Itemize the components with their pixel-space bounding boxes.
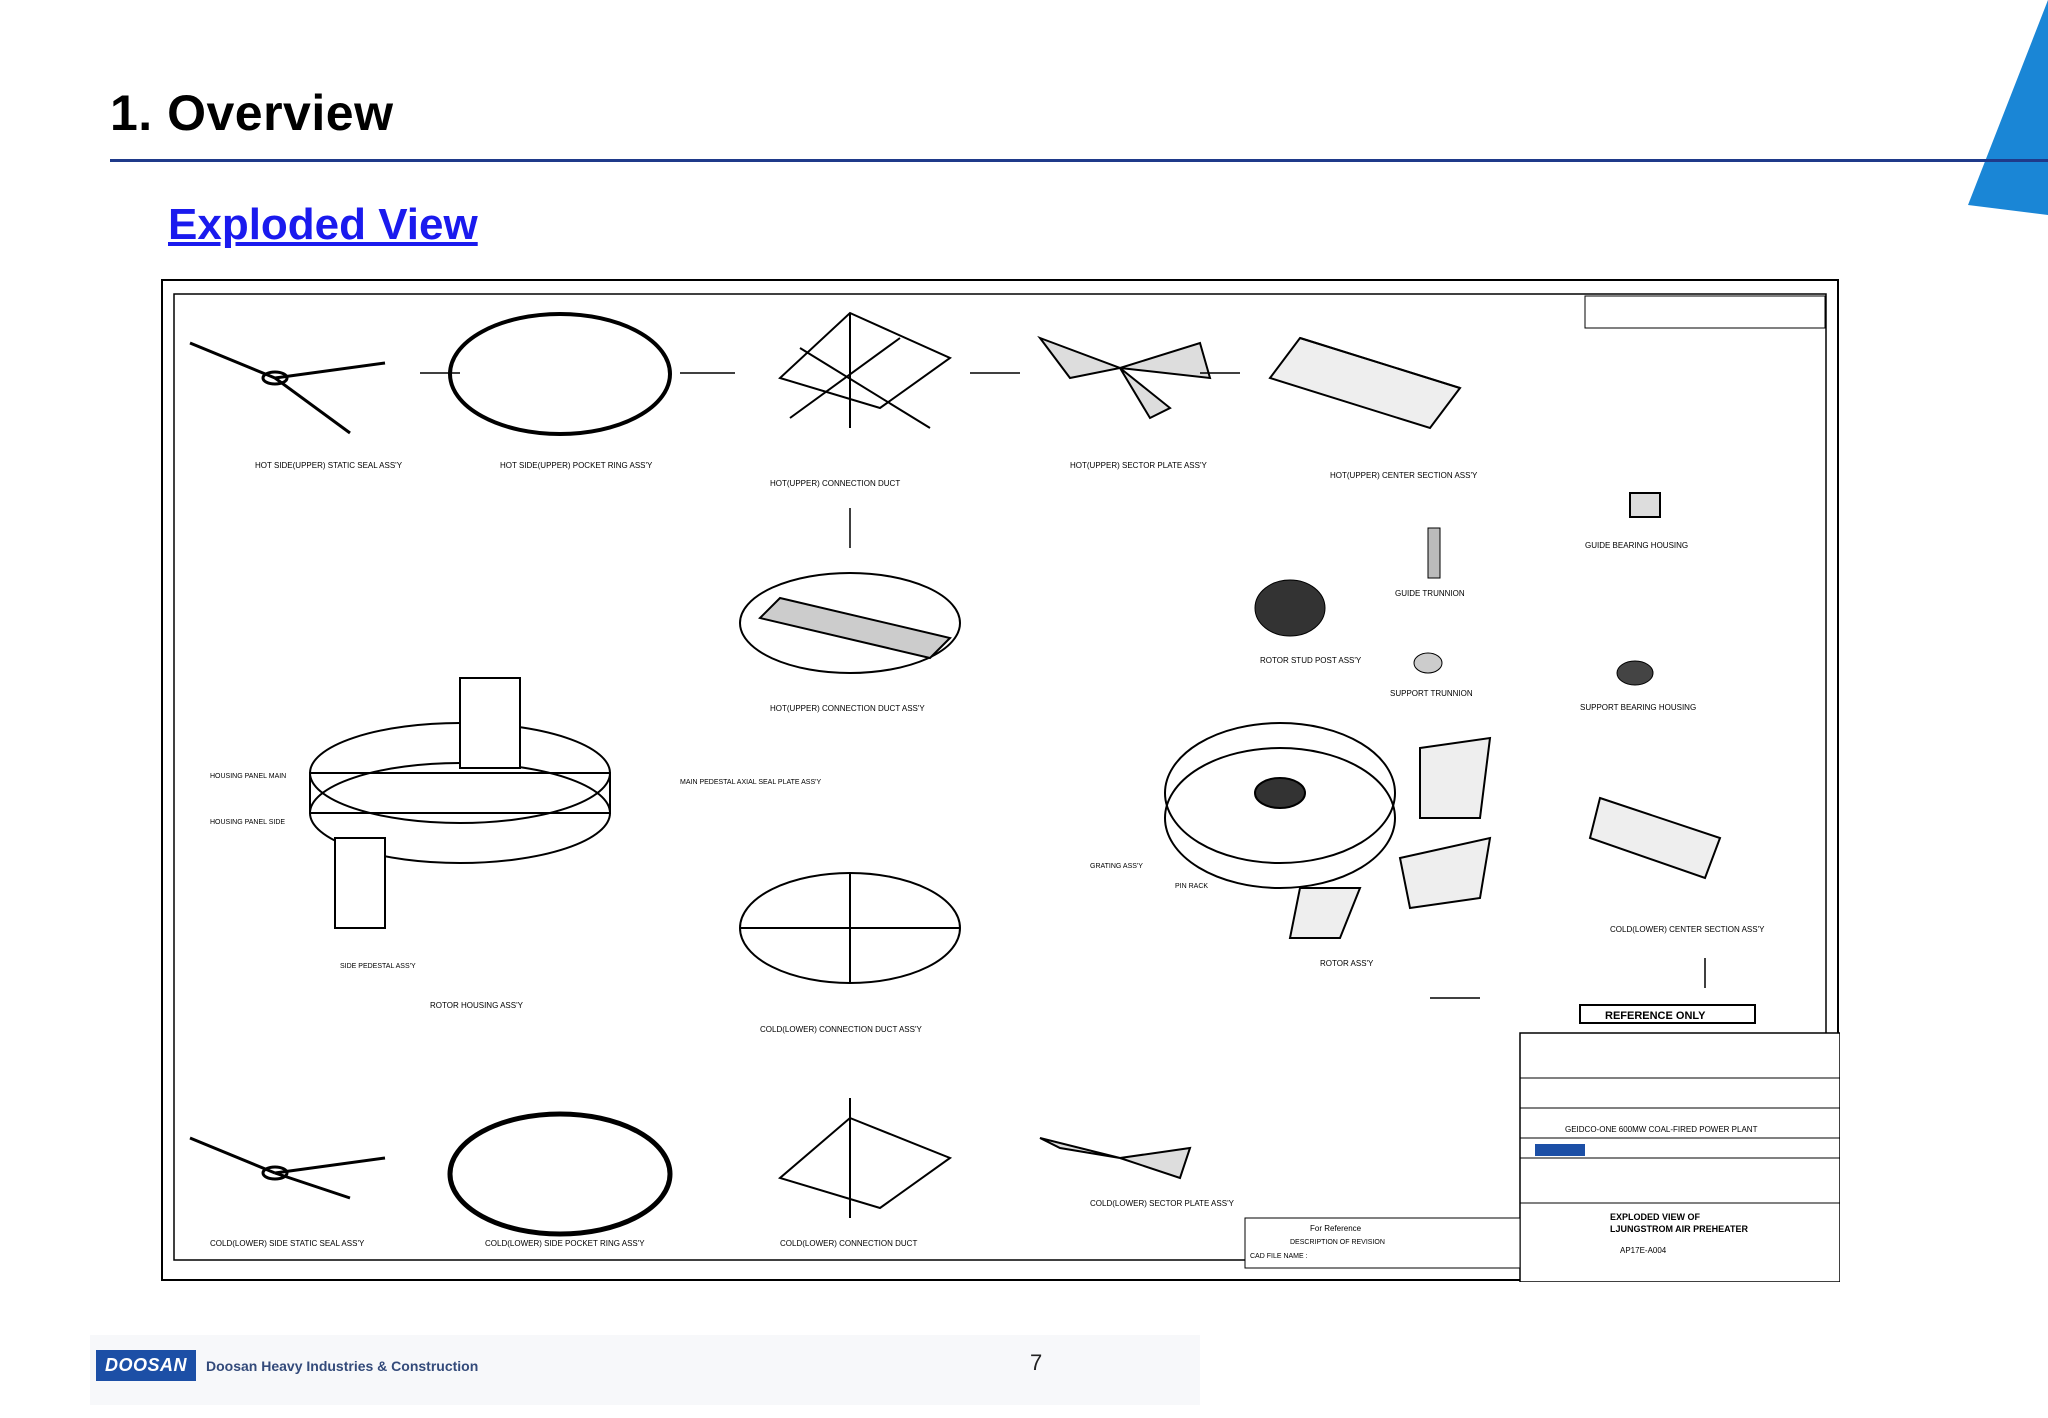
footer-band <box>90 1335 1200 1405</box>
guide-bearing-housing-figure <box>1629 492 1661 518</box>
rotor-assy-label: ROTOR ASS'Y <box>1320 959 1374 968</box>
exploded-view-link[interactable]: Exploded View <box>168 200 478 249</box>
side-pedestal-label: SIDE PEDESTAL ASS'Y <box>340 963 416 970</box>
corner-accent-shape <box>1968 0 2048 215</box>
hot-static-seal-figure <box>189 341 386 435</box>
main-pedestal-axial-label: MAIN PEDESTAL AXIAL SEAL PLATE ASS'Y <box>680 779 821 786</box>
rotor-housing-label: ROTOR HOUSING ASS'Y <box>430 1001 524 1010</box>
guide-trunnion-figure <box>1427 527 1441 579</box>
hot-connection-duct-assy-figure <box>739 572 961 674</box>
support-trunnion-label: SUPPORT TRUNNION <box>1390 689 1473 698</box>
hot-sector-plate-figure <box>1037 335 1212 420</box>
cold-static-seal-label: COLD(LOWER) SIDE STATIC SEAL ASS'Y <box>210 1239 365 1248</box>
exploded-view-drawing: HOT SIDE(UPPER) STATIC SEAL ASS'Y HOT SI… <box>161 279 1840 1282</box>
slide-title: 1. Overview <box>110 85 394 141</box>
drawing-title-line1: EXPLODED VIEW OF <box>1610 1212 1701 1222</box>
cold-sector-plate-figure <box>1039 1137 1192 1180</box>
drawing-number: AP17E-A004 <box>1620 1246 1667 1255</box>
assembly-arrows <box>420 372 1706 999</box>
doosan-logo: DOOSAN <box>96 1350 197 1381</box>
company-name: Doosan Heavy Industries & Construction <box>206 1357 479 1374</box>
support-bearing-housing-label: SUPPORT BEARING HOUSING <box>1580 703 1696 712</box>
cold-connection-duct-assy-figure <box>739 872 961 984</box>
hot-connection-duct-figure <box>778 311 952 429</box>
hot-sector-plate-label: HOT(UPPER) SECTOR PLATE ASS'Y <box>1070 461 1207 470</box>
support-bearing-housing-figure <box>1616 660 1654 686</box>
cold-connection-duct-label: COLD(LOWER) CONNECTION DUCT <box>780 1239 917 1248</box>
grating-label: GRATING ASS'Y <box>1090 863 1143 870</box>
housing-panel-main-label: HOUSING PANEL MAIN <box>210 773 286 780</box>
cold-static-seal-figure <box>189 1136 386 1200</box>
cad-file-name: CAD FILE NAME : <box>1250 1253 1308 1260</box>
reference-only-label: REFERENCE ONLY <box>1605 1010 1706 1022</box>
guide-trunnion-label: GUIDE TRUNNION <box>1395 589 1465 598</box>
revision-note: For Reference <box>1310 1224 1362 1233</box>
cold-center-section-label: COLD(LOWER) CENTER SECTION ASS'Y <box>1610 925 1765 934</box>
hot-connection-duct-assy-label: HOT(UPPER) CONNECTION DUCT ASS'Y <box>770 704 925 713</box>
hot-connection-duct-label: HOT(UPPER) CONNECTION DUCT <box>770 479 900 488</box>
rotor-housing-figure <box>309 677 611 929</box>
cold-sector-plate-label: COLD(LOWER) SECTOR PLATE ASS'Y <box>1090 1199 1235 1208</box>
drawing-title-line2: LJUNGSTROM AIR PREHEATER <box>1610 1224 1749 1234</box>
hot-center-section-label: HOT(UPPER) CENTER SECTION ASS'Y <box>1330 471 1478 480</box>
rotor-stud-post-figure <box>1254 579 1326 637</box>
hot-static-seal-label: HOT SIDE(UPPER) STATIC SEAL ASS'Y <box>255 461 403 470</box>
title-underline-rule <box>110 159 2048 162</box>
rotor-stud-post-label: ROTOR STUD POST ASS'Y <box>1260 656 1362 665</box>
rotor-figure <box>1164 722 1492 939</box>
housing-panel-side-label: HOUSING PANEL SIDE <box>210 819 285 826</box>
title-block: GEIDCO-ONE 600MW COAL-FIRED POWER PLANT … <box>1519 1032 1840 1282</box>
guide-bearing-housing-label: GUIDE BEARING HOUSING <box>1585 541 1688 550</box>
cold-pocket-ring-label: COLD(LOWER) SIDE POCKET RING ASS'Y <box>485 1239 645 1248</box>
description-of-revision: DESCRIPTION OF REVISION <box>1290 1239 1385 1246</box>
project-name: GEIDCO-ONE 600MW COAL-FIRED POWER PLANT <box>1565 1125 1758 1134</box>
cold-connection-duct-assy-label: COLD(LOWER) CONNECTION DUCT ASS'Y <box>760 1025 923 1034</box>
hot-pocket-ring-figure <box>448 312 672 436</box>
hot-pocket-ring-label: HOT SIDE(UPPER) POCKET RING ASS'Y <box>500 461 653 470</box>
cold-pocket-ring-figure <box>447 1111 673 1237</box>
cold-connection-duct-figure <box>777 1098 953 1218</box>
pin-rack-label: PIN RACK <box>1175 883 1208 890</box>
page-number: 7 <box>1030 1350 1043 1375</box>
hot-center-section-figure <box>1268 336 1462 430</box>
support-trunnion-figure <box>1413 652 1443 674</box>
footer-logo: DOOSAN Doosan Heavy Industries & Constru… <box>96 1350 478 1381</box>
cold-center-section-figure <box>1588 796 1722 880</box>
